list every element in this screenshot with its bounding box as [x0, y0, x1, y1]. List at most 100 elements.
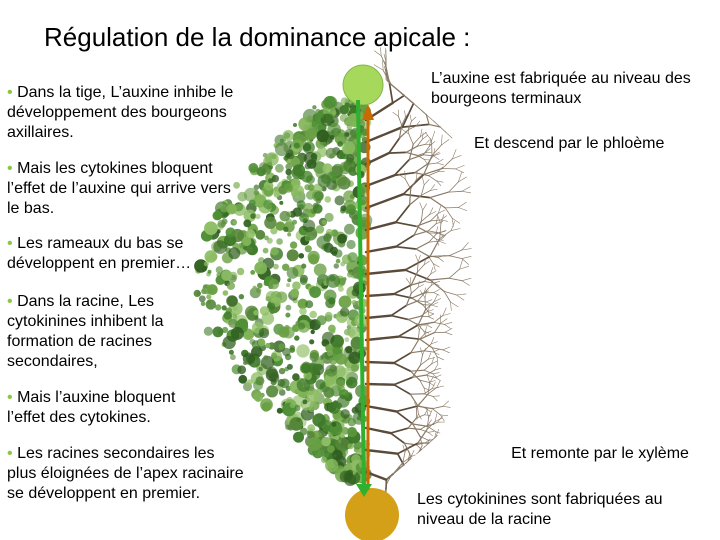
- bare-branch: [440, 214, 445, 225]
- leaf-cluster: [337, 176, 351, 190]
- bare-branch: [434, 367, 442, 371]
- leaf-cluster: [208, 225, 213, 231]
- bare-branch: [434, 377, 441, 381]
- bare-branch: [433, 120, 441, 128]
- bare-branch: [417, 293, 425, 302]
- leaf-cluster: [286, 363, 293, 370]
- bare-branch: [364, 382, 396, 386]
- leaf-cluster: [292, 164, 306, 177]
- leaf-cluster: [305, 300, 314, 309]
- bare-branch: [414, 163, 428, 174]
- bare-branch: [389, 427, 409, 434]
- bare-branch: [440, 215, 448, 221]
- bullet-dot: •: [7, 84, 13, 101]
- bare-branch: [436, 180, 442, 186]
- leaf-cluster: [290, 184, 305, 199]
- leaf-cluster: [276, 407, 283, 414]
- bare-branch: [423, 343, 432, 352]
- bare-branch: [364, 335, 400, 342]
- leaf-cluster: [286, 283, 291, 288]
- bare-branch: [428, 233, 437, 243]
- leaf-cluster: [215, 266, 223, 274]
- leaf-cluster: [203, 261, 209, 267]
- note-auxin-source: L’auxine est fabriquée au niveau des bou…: [431, 70, 691, 107]
- bare-branch: [429, 238, 441, 258]
- leaf-cluster: [327, 122, 342, 137]
- bare-branch: [423, 285, 432, 294]
- bare-branch: [461, 277, 472, 282]
- bare-branch: [427, 431, 435, 433]
- leaf-cluster: [255, 229, 266, 240]
- bare-branch: [437, 170, 445, 173]
- leaf-cluster: [282, 263, 290, 271]
- bare-branch: [429, 375, 435, 384]
- bare-branch: [444, 324, 451, 329]
- leaf-cluster: [285, 168, 293, 176]
- leaf-cluster: [293, 142, 300, 149]
- bullet-dot: •: [7, 160, 13, 177]
- leaf-cluster: [344, 132, 350, 137]
- bare-branch: [419, 202, 424, 211]
- leaf-cluster: [265, 342, 271, 349]
- leaf-cluster: [324, 311, 333, 320]
- leaf-cluster: [350, 105, 357, 113]
- bare-branch: [410, 350, 425, 354]
- bare-branch: [444, 328, 453, 333]
- leaf-cluster: [278, 367, 286, 375]
- leaf-cluster: [289, 344, 295, 351]
- bare-branch: [423, 257, 427, 266]
- bare-branch: [424, 159, 428, 165]
- leaf-cluster: [343, 190, 355, 203]
- leaf-cluster: [338, 286, 344, 292]
- leaf-cluster: [223, 311, 232, 320]
- leaf-cluster: [297, 298, 308, 309]
- leaf-cluster: [255, 213, 261, 220]
- bare-branch: [435, 216, 439, 225]
- leaf-cluster: [257, 339, 266, 347]
- bare-branch: [440, 414, 449, 416]
- bare-branch: [392, 462, 404, 475]
- leaf-cluster: [286, 249, 299, 262]
- bare-branch: [423, 260, 430, 266]
- bare-branch: [415, 254, 419, 263]
- leaf-cluster: [351, 454, 361, 465]
- bare-branch: [428, 316, 435, 320]
- bare-branch: [425, 148, 431, 154]
- bare-branch: [420, 209, 424, 222]
- bare-branch: [417, 405, 433, 410]
- bare-branch: [422, 176, 425, 186]
- leaf-cluster: [267, 302, 276, 311]
- leaf-cluster: [307, 437, 322, 451]
- bare-branch: [392, 351, 412, 364]
- bare-branch: [407, 126, 410, 135]
- bare-branch: [385, 70, 391, 84]
- bare-branch: [423, 179, 430, 186]
- leaf-cluster: [233, 181, 241, 189]
- bare-branch: [419, 379, 425, 389]
- bare-branch: [364, 174, 396, 188]
- leaf-cluster: [302, 143, 312, 152]
- root-node: [345, 488, 399, 540]
- bare-branch: [409, 277, 412, 285]
- bare-branch: [438, 240, 446, 244]
- leaf-cluster: [343, 128, 357, 142]
- bare-branch: [422, 132, 424, 140]
- bare-branch: [393, 383, 412, 396]
- bare-branch: [407, 427, 421, 430]
- bare-branch: [422, 348, 426, 356]
- bare-branch: [415, 124, 423, 127]
- bare-branch: [432, 395, 440, 397]
- bare-branch: [436, 159, 444, 164]
- bare-branch: [425, 151, 432, 154]
- bare-branch: [430, 219, 442, 222]
- leaf-cluster: [335, 437, 350, 452]
- bare-branch: [457, 176, 467, 183]
- bare-branch: [413, 230, 429, 236]
- bare-branch: [392, 293, 413, 299]
- bare-branch: [398, 173, 406, 180]
- bare-branch: [430, 267, 434, 275]
- bare-branch: [427, 171, 439, 177]
- leaf-cluster: [259, 162, 268, 171]
- leaf-cluster: [313, 263, 327, 277]
- bare-branch: [410, 179, 417, 190]
